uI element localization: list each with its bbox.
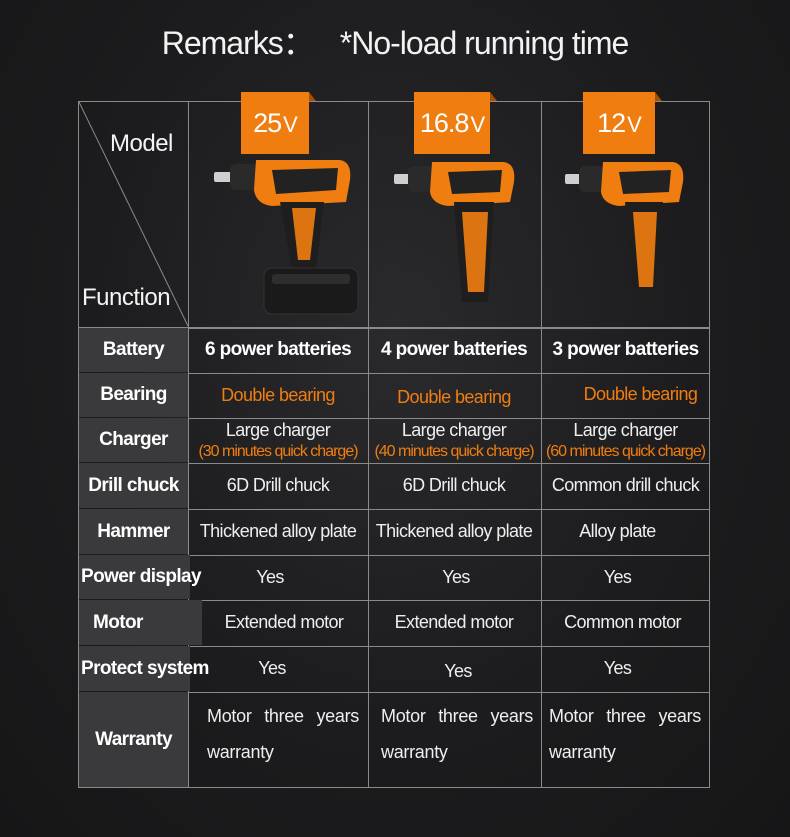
divider <box>541 102 542 787</box>
cell-protect-system-16-8v: Yes <box>444 661 472 681</box>
cell-battery-16-8v: 4 power batteries <box>380 339 528 360</box>
divider <box>79 463 709 464</box>
cell-charger-16-8v: Large charger (40 minutes quick charge) <box>368 418 540 462</box>
voltage-badge-25v: 25V <box>241 92 316 154</box>
cell-charger-12v: Large charger (60 minutes quick charge) <box>541 418 710 462</box>
cordless-drill-icon <box>214 160 359 315</box>
cordless-drill-icon <box>394 162 515 302</box>
cordless-drill-icon <box>565 162 684 297</box>
row-head-warranty: Warranty <box>79 692 188 787</box>
divider <box>79 509 709 510</box>
charger-label: Large charger <box>225 419 331 440</box>
divider <box>79 600 709 601</box>
cell-motor-12v: Common motor <box>564 612 681 632</box>
row-head-bearing: Bearing <box>79 373 188 417</box>
page-title: Remarks： *No-load running time <box>0 18 790 64</box>
spec-table <box>78 101 710 788</box>
charger-label: Large charger <box>401 419 507 440</box>
cell-hammer-12v: Alloy plate <box>579 521 656 541</box>
voltage-badge-16-8v: 16.8V <box>414 92 497 154</box>
cell-power-display-25v: Yes <box>256 566 284 587</box>
cell-drill-chuck-16-8v: 6D Drill chuck <box>402 475 506 495</box>
cell-charger-25v: Large charger (30 minutes quick charge) <box>189 418 367 462</box>
divider <box>79 327 709 329</box>
cell-power-display-12v: Yes <box>603 566 632 587</box>
cell-battery-25v: 6 power batteries <box>204 339 352 360</box>
cell-battery-12v: 3 power batteries <box>552 339 699 360</box>
charger-note: (40 minutes quick charge) <box>374 442 534 460</box>
cell-motor-16-8v: Extended motor <box>394 612 514 632</box>
divider <box>368 102 369 787</box>
charger-note: (60 minutes quick charge) <box>545 442 706 460</box>
divider <box>79 646 709 647</box>
function-header-label: Function <box>82 284 171 311</box>
row-head-power-display: Power display <box>79 555 202 599</box>
model-header-label: Model <box>110 130 173 157</box>
charger-note: (30 minutes quick charge) <box>198 442 358 460</box>
row-head-charger: Charger <box>79 418 188 462</box>
cell-bearing-16-8v: Double bearing <box>397 386 511 407</box>
cell-hammer-16-8v: Thickened alloy plate <box>375 521 533 541</box>
row-head-motor: Motor <box>79 600 202 645</box>
cell-power-display-16-8v: Yes <box>442 566 470 587</box>
divider <box>79 692 709 693</box>
cell-hammer-25v: Thickened alloy plate <box>199 521 357 541</box>
row-head-drill-chuck: Drill chuck <box>79 463 188 508</box>
cell-bearing-25v: Double bearing <box>221 384 335 405</box>
remarks-note: *No-load running time <box>339 25 629 61</box>
charger-label: Large charger <box>573 419 678 440</box>
row-head-protect-system: Protect system <box>79 646 209 691</box>
cell-drill-chuck-25v: 6D Drill chuck <box>226 475 330 495</box>
divider <box>79 555 709 556</box>
cell-protect-system-12v: Yes <box>603 658 632 678</box>
voltage-badge-12v: 12V <box>583 92 662 154</box>
cell-protect-system-25v: Yes <box>258 658 286 678</box>
divider <box>79 418 709 419</box>
cell-bearing-12v: Double bearing <box>583 383 698 404</box>
divider <box>79 373 709 374</box>
cell-motor-25v: Extended motor <box>224 612 344 632</box>
cell-drill-chuck-12v: Common drill chuck <box>551 475 700 495</box>
remarks-label: Remarks： <box>161 25 315 61</box>
divider <box>188 102 189 787</box>
row-head-battery: Battery <box>79 328 188 372</box>
row-head-hammer: Hammer <box>79 509 188 554</box>
